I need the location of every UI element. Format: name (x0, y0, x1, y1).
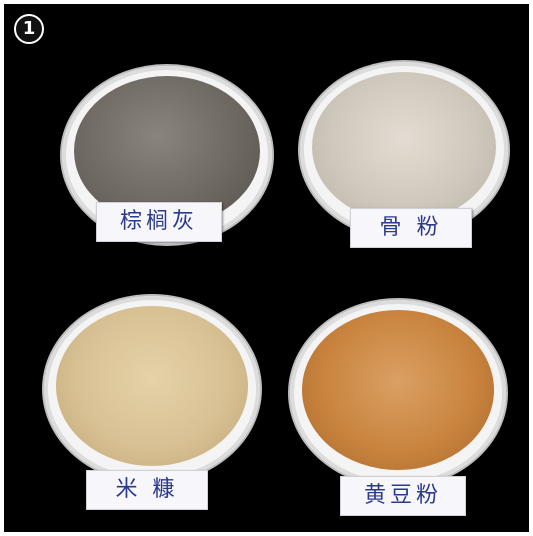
bowl-rice-bran (38, 290, 266, 488)
bowl-soybean-meal (284, 294, 512, 492)
photo: 1 棕榈灰 骨 粉 米 糠 黄豆粉 (4, 4, 529, 532)
powder-soybean-meal (302, 310, 494, 470)
label-rice-bran: 米 糠 (86, 470, 208, 510)
label-soybean-meal: 黄豆粉 (340, 476, 466, 516)
powder-palm-ash (74, 76, 260, 226)
label-palm-ash: 棕榈灰 (96, 202, 222, 242)
figure-number-badge: 1 (14, 14, 44, 44)
powder-rice-bran (56, 306, 248, 466)
powder-bone-meal (312, 72, 496, 222)
label-bone-meal: 骨 粉 (350, 208, 472, 248)
bowl-palm-ash (56, 60, 278, 250)
